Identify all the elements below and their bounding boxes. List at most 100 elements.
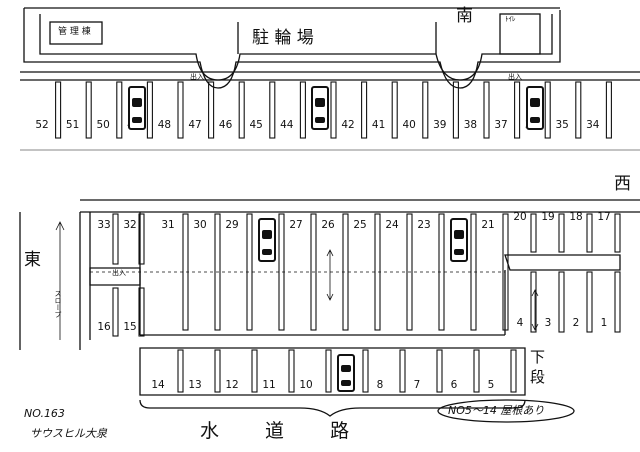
stall-divider [514, 81, 521, 139]
spot-number-20: 20 [513, 211, 527, 223]
stall-divider [146, 81, 153, 139]
spot-number-1: 1 [600, 317, 608, 329]
note-outline [437, 399, 575, 423]
stall-divider [470, 213, 477, 331]
spot-number-13: 13 [188, 379, 202, 391]
spot-number-30: 30 [193, 219, 207, 231]
stall-divider [374, 213, 381, 331]
box-right-label: ﾄｲﾚ [505, 15, 516, 23]
stall-divider [177, 81, 184, 139]
spot-number-35: 35 [555, 119, 569, 131]
stall-divider [112, 287, 119, 337]
lower-level-label-2: 段 [530, 368, 546, 386]
spot-number-7: 7 [413, 379, 421, 391]
spot-number-34: 34 [586, 119, 600, 131]
spot-number-24: 24 [385, 219, 399, 231]
slope-label: スロープ [54, 290, 62, 318]
spot-number-29: 29 [225, 219, 239, 231]
spot-number-19: 19 [541, 211, 555, 223]
stall-divider [182, 213, 189, 331]
compass-east-label: 東 [24, 250, 41, 270]
roof-note: NO5～14 屋根あり [448, 404, 545, 417]
box-right [499, 13, 541, 55]
spot-number-18: 18 [569, 211, 583, 223]
stall-divider [138, 287, 145, 337]
stall-divider [452, 81, 459, 139]
spot-number-14: 14 [151, 379, 165, 391]
stall-divider [112, 213, 119, 265]
parked-car-icon [525, 86, 544, 130]
compass-south-label: 南 [456, 6, 473, 26]
stall-divider [391, 81, 398, 139]
spot-number-27: 27 [289, 219, 303, 231]
stall-divider [586, 213, 593, 253]
spot-number-23: 23 [417, 219, 431, 231]
spot-number-16: 16 [97, 321, 111, 333]
spot-number-50: 50 [96, 119, 110, 131]
stall-divider [558, 213, 565, 253]
stall-divider [362, 349, 369, 393]
bicycle-parking-building [23, 8, 561, 89]
document-name: サウスヒル大泉 [30, 427, 107, 440]
stall-divider [116, 81, 123, 139]
parked-car-icon [258, 218, 276, 262]
bicycle-parking-label: 駐 輪 場 [252, 28, 314, 48]
stall-divider [278, 213, 285, 331]
spot-number-32: 32 [123, 219, 137, 231]
gate-top-left: 出入 [190, 73, 204, 81]
stall-divider [438, 213, 445, 331]
stall-divider [558, 271, 565, 333]
stall-divider [530, 213, 537, 253]
small-building [49, 21, 103, 45]
spot-number-21: 21 [481, 219, 495, 231]
stall-divider [238, 81, 245, 139]
stall-divider [310, 213, 317, 331]
stall-divider [406, 213, 413, 331]
stall-divider [483, 81, 490, 139]
stall-divider [342, 213, 349, 331]
stall-divider [214, 349, 221, 393]
stall-divider [473, 349, 480, 393]
spot-number-10: 10 [299, 379, 313, 391]
stall-divider [605, 81, 612, 139]
spot-number-38: 38 [463, 119, 478, 131]
stall-divider [436, 349, 443, 393]
document-number: NO.163 [24, 407, 65, 420]
spot-number-6: 6 [450, 379, 458, 391]
stall-divider [422, 81, 429, 139]
stall-divider [361, 81, 368, 139]
spot-number-44: 44 [280, 119, 294, 131]
stall-divider [177, 349, 184, 393]
stall-divider [85, 81, 92, 139]
spot-number-5: 5 [487, 379, 495, 391]
spot-number-2: 2 [572, 317, 580, 329]
stall-divider [614, 213, 621, 253]
spot-number-11: 11 [262, 379, 276, 391]
spot-number-41: 41 [371, 119, 386, 131]
stall-divider [299, 81, 306, 139]
stall-divider [138, 213, 145, 265]
stall-divider [325, 349, 332, 393]
stall-divider [246, 213, 253, 331]
parked-car-icon [127, 86, 146, 130]
spot-number-37: 37 [494, 119, 508, 131]
spot-number-47: 47 [188, 119, 202, 131]
stall-divider [614, 271, 621, 333]
stall-divider [502, 213, 509, 331]
spot-number-42: 42 [341, 119, 355, 131]
spot-number-26: 26 [321, 219, 335, 231]
spot-number-3: 3 [544, 317, 552, 329]
spot-number-48: 48 [157, 119, 172, 131]
parked-car-icon [450, 218, 468, 262]
stall-divider [251, 349, 258, 393]
small-building-label: 管 理 棟 [58, 27, 91, 37]
lower-level-block [139, 347, 526, 396]
stall-divider [288, 349, 295, 393]
spot-number-31: 31 [161, 219, 175, 231]
spot-number-15: 15 [123, 321, 137, 333]
stall-divider [544, 81, 551, 139]
stall-divider [575, 81, 582, 139]
stall-divider [214, 213, 221, 331]
spot-number-8: 8 [376, 379, 384, 391]
